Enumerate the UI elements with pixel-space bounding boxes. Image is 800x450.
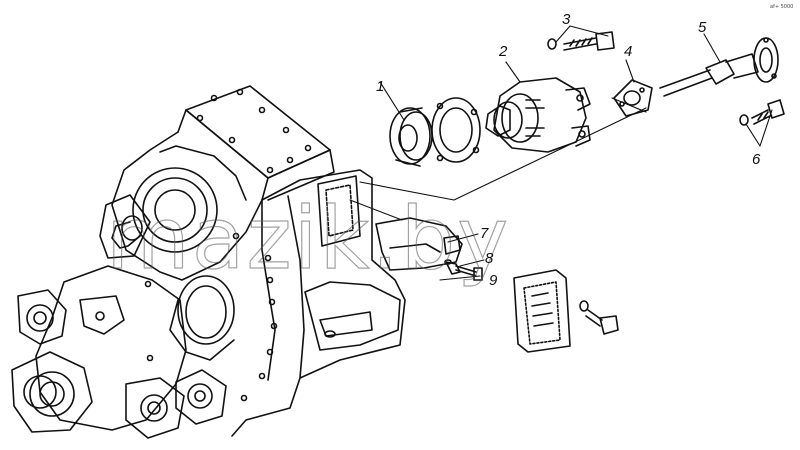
callout-1: 1 [376,78,384,95]
part-1-seal [389,107,433,167]
watermark: mazik.by [106,189,510,289]
part-2-bearing-housing [485,77,591,153]
part-3-bolt [547,31,615,51]
side-cover-panel [513,269,571,353]
part-7-bracket [375,217,463,271]
gearbox-housing [11,85,406,439]
callout-8: 8 [485,250,494,267]
corner-mark: af+ 5000 [770,4,793,10]
callout-5: 5 [698,19,707,36]
callout-2: 2 [498,43,508,60]
part-9-bolt [455,265,483,281]
callout-9: 9 [489,272,498,289]
part-4-gasket-plate [613,79,653,117]
callout-4: 4 [624,43,632,60]
cover-gasket [431,97,481,163]
part-6-bolt [739,99,785,126]
cover-bolt [579,300,619,335]
callout-7: 7 [480,225,489,242]
callout-3: 3 [562,11,571,28]
assembly-lines [349,25,773,281]
part-5-shaft [659,37,779,97]
callout-6: 6 [752,151,761,168]
